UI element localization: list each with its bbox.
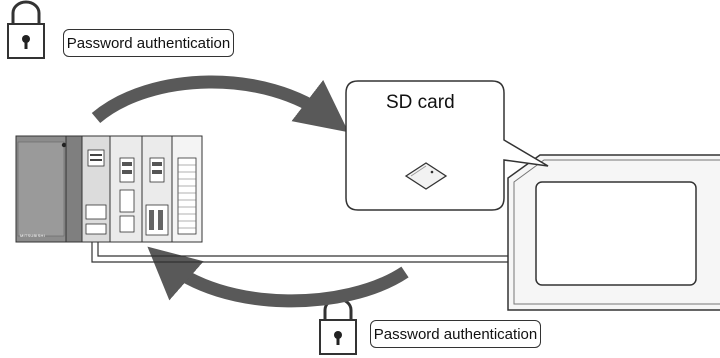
padlock-icon: [7, 0, 45, 59]
arrow-to-plc: [147, 246, 409, 308]
sd-card-icon: [404, 162, 448, 190]
arrow-to-sd-card: [91, 75, 349, 133]
cpu-module: [65, 135, 83, 243]
plc-brand-text: MITSUBISHI: [20, 233, 45, 238]
sd-card-label: SD card: [386, 92, 455, 113]
padlock-icon: [319, 297, 357, 355]
password-auth-label: Password authentication: [370, 320, 541, 348]
plc-rack: [15, 135, 203, 243]
got-display: [507, 154, 720, 311]
password-auth-label: Password authentication: [63, 29, 234, 57]
sd-callout-bubble: [345, 80, 549, 211]
got-screen: [535, 181, 697, 286]
